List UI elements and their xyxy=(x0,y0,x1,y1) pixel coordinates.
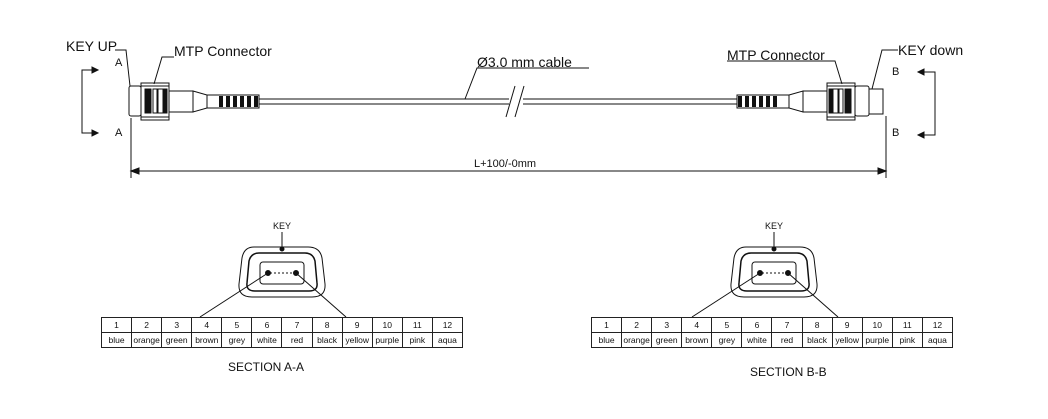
fiber-color-row: blue orange green brown grey white red b… xyxy=(100,332,464,348)
fiber-color: black xyxy=(311,332,343,348)
pin-number: 9 xyxy=(341,317,373,333)
pin-number: 7 xyxy=(771,317,803,333)
fiber-color: brown xyxy=(681,332,713,348)
pin-number: 9 xyxy=(831,317,863,333)
pin-number: 3 xyxy=(161,317,193,333)
right-mtp-connector xyxy=(736,82,884,121)
fiber-color: red xyxy=(771,332,803,348)
section-b-top-letter: B xyxy=(892,66,900,78)
section-b-bottom-letter: B xyxy=(892,127,900,139)
end-face-b xyxy=(691,232,839,318)
fiber-color: orange xyxy=(621,332,653,348)
section-b-arrows xyxy=(916,68,936,139)
pin-number: 5 xyxy=(711,317,743,333)
fiber-color: pink xyxy=(891,332,923,348)
section-b-title: SECTION B-B xyxy=(750,365,827,379)
pin-number: 10 xyxy=(371,317,403,333)
fiber-color: grey xyxy=(221,332,253,348)
fiber-color: white xyxy=(741,332,773,348)
fiber-color: yellow xyxy=(831,332,863,348)
pin-number-row: 1 2 3 4 5 6 7 8 9 10 11 12 xyxy=(590,317,954,333)
pin-number: 6 xyxy=(741,317,773,333)
cable xyxy=(259,85,737,118)
pin-number: 8 xyxy=(311,317,343,333)
fiber-color: orange xyxy=(131,332,163,348)
fiber-color: black xyxy=(801,332,833,348)
pin-number: 7 xyxy=(281,317,313,333)
fiber-color: purple xyxy=(861,332,893,348)
section-a-top-letter: A xyxy=(115,57,123,69)
fiber-color: green xyxy=(651,332,683,348)
pin-number: 12 xyxy=(921,317,954,333)
label-leaders xyxy=(115,49,898,100)
key-a-label: KEY xyxy=(273,221,292,231)
fiber-color-row: blue orange green brown grey white red b… xyxy=(590,332,954,348)
pin-number: 2 xyxy=(131,317,163,333)
mtp-connector-right-label: MTP Connector xyxy=(727,47,825,63)
end-face-a xyxy=(199,232,347,318)
pin-number: 11 xyxy=(891,317,923,333)
pin-table-b: 1 2 3 4 5 6 7 8 9 10 11 12 blue orange g… xyxy=(590,317,954,348)
fiber-color: green xyxy=(161,332,193,348)
pin-number: 3 xyxy=(651,317,683,333)
right-boot-ribs xyxy=(738,96,777,107)
pin-number: 4 xyxy=(681,317,713,333)
key-up-label: KEY UP xyxy=(66,38,118,54)
section-a-arrows xyxy=(81,66,100,137)
key-down-label: KEY down xyxy=(898,42,964,58)
fiber-color: red xyxy=(281,332,313,348)
fiber-color: purple xyxy=(371,332,403,348)
pin-number-row: 1 2 3 4 5 6 7 8 9 10 11 12 xyxy=(100,317,464,333)
key-b-label: KEY xyxy=(765,221,784,231)
cable-label: Ø3.0 mm cable xyxy=(477,54,572,70)
fiber-color: white xyxy=(251,332,283,348)
pin-number: 2 xyxy=(621,317,653,333)
pin-number: 8 xyxy=(801,317,833,333)
pin-number: 4 xyxy=(191,317,223,333)
fiber-color: yellow xyxy=(341,332,373,348)
fiber-color: aqua xyxy=(921,332,954,348)
mtp-connector-left-label: MTP Connector xyxy=(174,43,272,59)
fiber-color: blue xyxy=(100,332,133,348)
pin-number: 1 xyxy=(590,317,623,333)
pin-table-a: 1 2 3 4 5 6 7 8 9 10 11 12 blue orange g… xyxy=(100,317,464,348)
section-a-bottom-letter: A xyxy=(115,127,123,139)
left-boot-ribs xyxy=(219,96,258,107)
fiber-color: aqua xyxy=(431,332,464,348)
fiber-color: pink xyxy=(401,332,433,348)
pin-number: 5 xyxy=(221,317,253,333)
length-dimension xyxy=(129,116,888,178)
fiber-color: blue xyxy=(590,332,623,348)
fiber-color: grey xyxy=(711,332,743,348)
length-dimension-label: L+100/-0mm xyxy=(474,158,537,170)
pin-number: 1 xyxy=(100,317,133,333)
pin-number: 11 xyxy=(401,317,433,333)
pin-number: 10 xyxy=(861,317,893,333)
pin-number: 6 xyxy=(251,317,283,333)
section-a-title: SECTION A-A xyxy=(228,360,305,374)
fiber-color: brown xyxy=(191,332,223,348)
pin-number: 12 xyxy=(431,317,464,333)
left-mtp-connector xyxy=(128,82,260,121)
